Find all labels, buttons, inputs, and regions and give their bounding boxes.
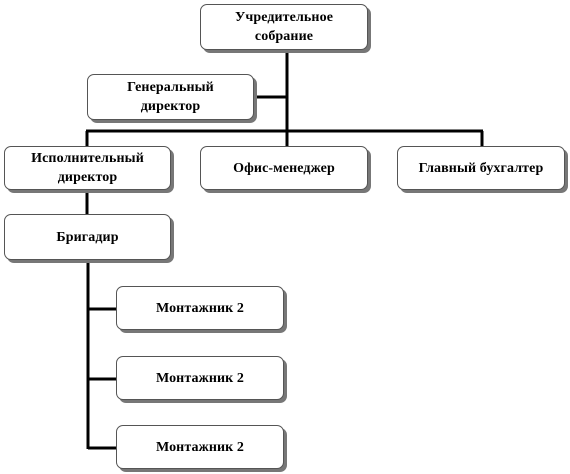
node-foreman: Бригадир xyxy=(4,214,171,260)
node-installer-2: Монтажник 2 xyxy=(116,356,284,400)
node-installer-3: Монтажник 2 xyxy=(116,425,284,469)
node-installer-1: Монтажник 2 xyxy=(116,286,284,330)
node-executive-director: Исполнительный директор xyxy=(4,146,171,190)
node-office-manager: Офис-менеджер xyxy=(200,146,368,190)
node-general-director: Генеральный директор xyxy=(87,74,254,120)
node-chief-accountant: Главный бухгалтер xyxy=(397,146,565,190)
node-founders-assembly: Учредительное собрание xyxy=(200,4,368,50)
